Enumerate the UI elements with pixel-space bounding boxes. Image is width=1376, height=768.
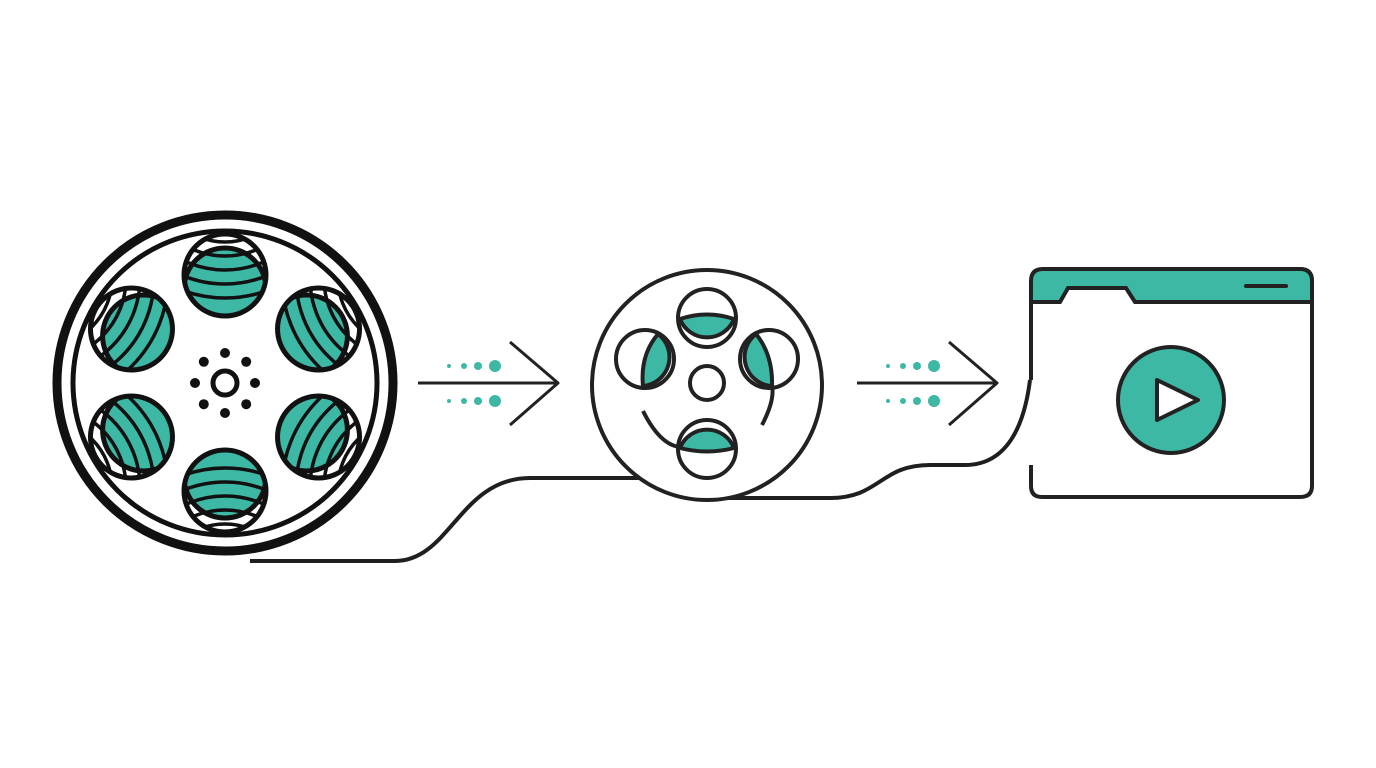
hub-dot: [198, 399, 209, 410]
large-film-reel-icon: [52, 210, 398, 556]
hub-dot: [250, 378, 260, 388]
reel-hole: [181, 447, 269, 535]
arrow-right-icon: [418, 340, 560, 427]
hub-dot: [220, 348, 230, 358]
hub-dot: [198, 356, 209, 367]
reel-hole: [181, 231, 269, 319]
arrow-right-icon: [857, 340, 999, 427]
browser-window-icon: [1029, 267, 1314, 499]
small-film-reel-icon: [590, 268, 824, 502]
reel-hole: [87, 393, 175, 481]
film-strip-line: [250, 379, 1032, 563]
reel-hole: [275, 393, 363, 481]
reel-hole: [87, 285, 175, 373]
hub-dot: [241, 356, 252, 367]
hub-dot: [220, 408, 230, 418]
play-icon[interactable]: [1116, 345, 1226, 455]
hub-dot: [241, 399, 252, 410]
reel-hole: [275, 285, 363, 373]
hub-dot: [190, 378, 200, 388]
